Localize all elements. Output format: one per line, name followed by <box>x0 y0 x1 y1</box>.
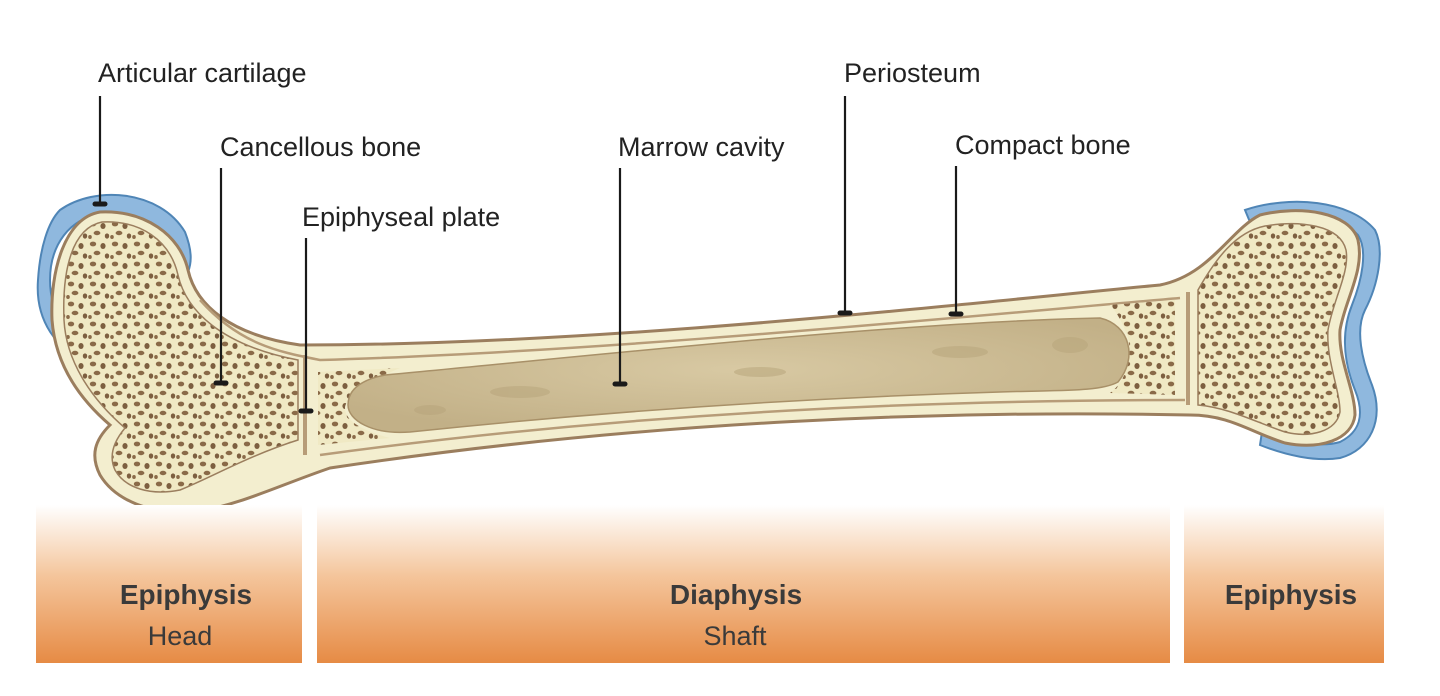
label-marrow-cavity: Marrow cavity <box>618 132 785 162</box>
label-compact-bone: Compact bone <box>955 130 1131 160</box>
region-title-epiphysis-right: Epiphysis <box>1225 579 1357 610</box>
compact-bone-inner-bottom <box>319 398 1186 457</box>
cancellous-bone-right <box>1197 222 1348 435</box>
articular-cartilage-right <box>1243 200 1381 461</box>
region-band-diaphysis <box>317 505 1170 663</box>
cancellous-bone-shaft-right <box>1110 300 1175 395</box>
region-band-epiphysis-head <box>36 505 302 663</box>
cancellous-bone-shaft-left <box>318 368 400 445</box>
label-periosteum: Periosteum <box>844 58 981 88</box>
region-sub-shaft: Shaft <box>703 621 767 651</box>
marrow-cavity <box>347 317 1130 434</box>
region-title-diaphysis: Diaphysis <box>670 579 802 610</box>
marrow-texture <box>414 337 1088 415</box>
region-sub-head: Head <box>148 621 213 651</box>
region-title-epiphysis-head: Epiphysis <box>120 579 252 610</box>
label-epiphyseal-plate: Epiphyseal plate <box>302 202 500 232</box>
label-cancellous-bone: Cancellous bone <box>220 132 421 162</box>
region-band-epiphysis-right <box>1184 505 1384 663</box>
label-articular-cartilage: Articular cartilage <box>98 58 307 88</box>
compact-bone-inner-top <box>199 296 1181 362</box>
cancellous-bone-left <box>63 221 299 493</box>
articular-cartilage-left <box>36 193 192 370</box>
